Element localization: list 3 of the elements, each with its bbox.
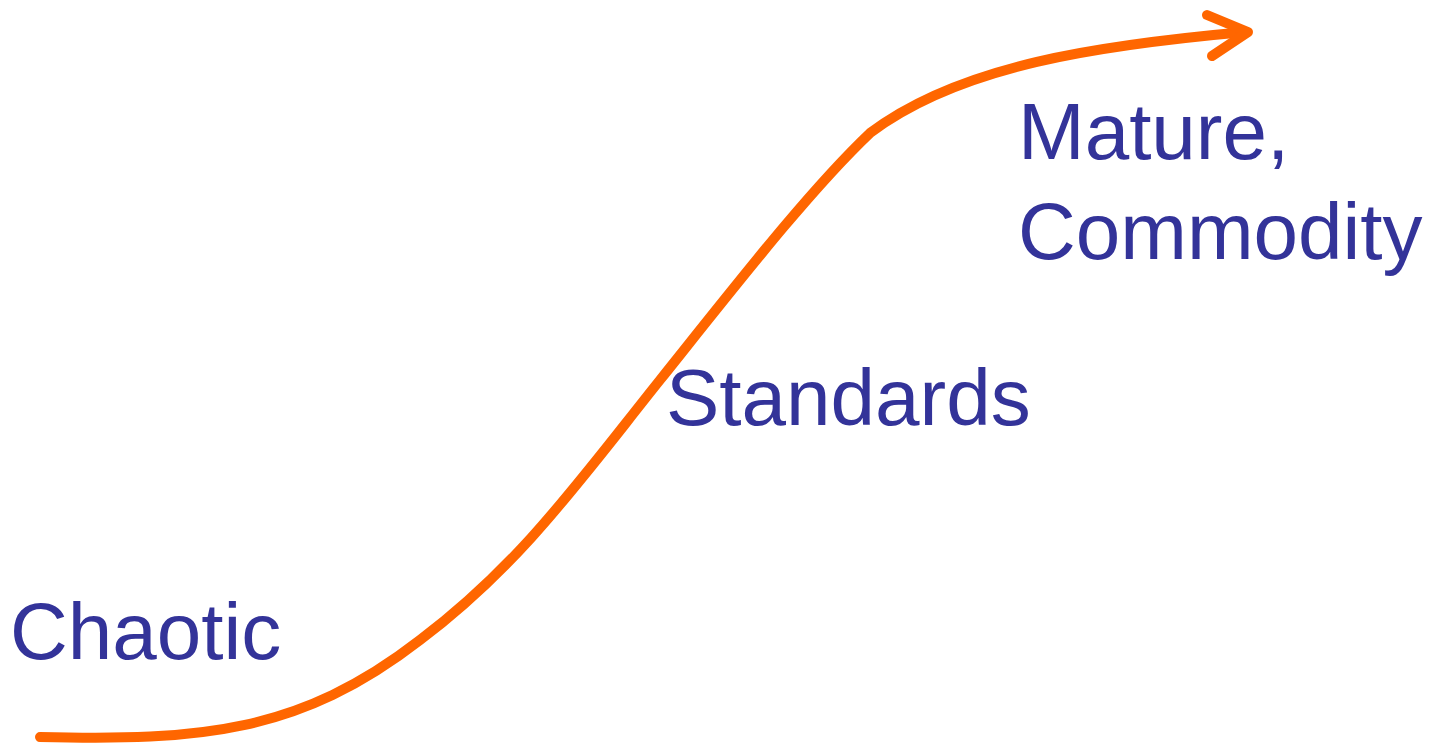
stage-label: Standards <box>666 352 1032 444</box>
stage-label: Chaotic <box>10 586 283 678</box>
stage-label: Mature, Commodity <box>1018 86 1424 278</box>
